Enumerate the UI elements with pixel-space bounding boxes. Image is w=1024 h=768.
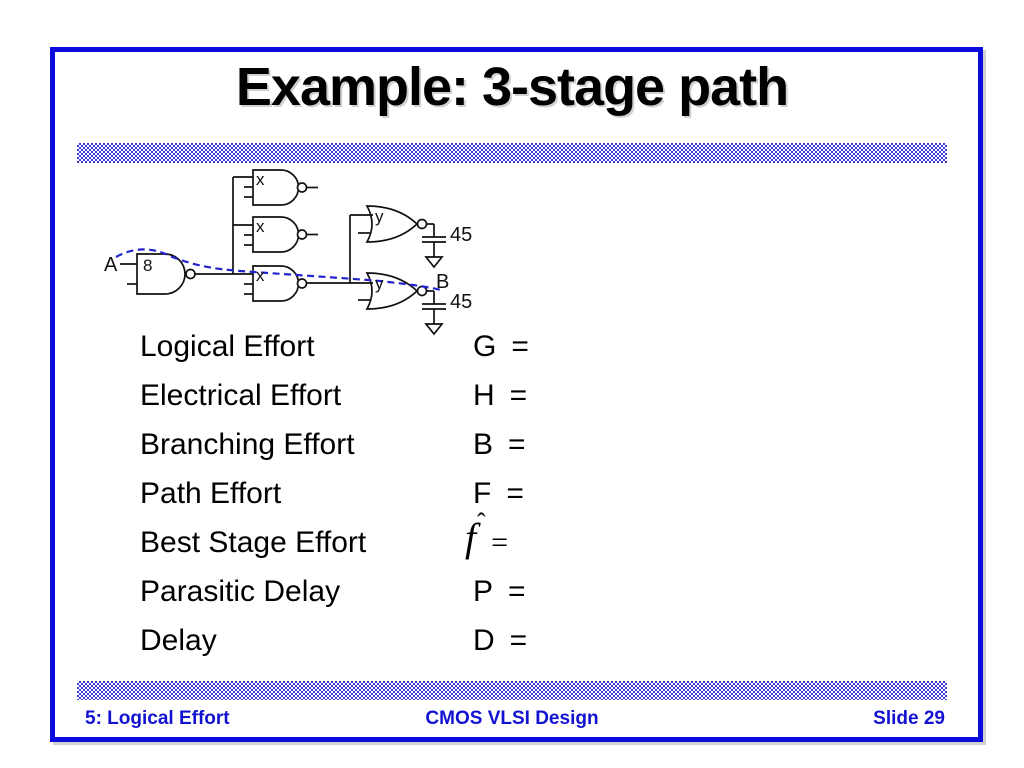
gate-size-label-x-middle: x [256,217,265,236]
nand-gate-x-top [252,169,308,206]
row-symbol: H [473,379,495,412]
slide-footer: 5: Logical Effort CMOS VLSI Design Slide… [0,708,1024,734]
critical-path-dashed-line [115,248,442,292]
row-label: Best Stage Effort [140,526,367,559]
circumflex-accent: ˆ [477,508,486,537]
equals-sign: = [508,575,526,608]
slide-title: Example: 3-stage path [235,57,789,117]
row-label: Electrical Effort [140,379,342,412]
list-item: Parasitic Delay P = [140,573,529,622]
circuit-wires [120,176,435,304]
row-symbol: B [473,428,494,461]
cap-value-bottom: 45 [450,291,472,313]
equals-sign: = [506,477,524,510]
equals-sign: = [491,526,509,559]
list-item: Path Effort F = [140,475,529,524]
decorative-band-bottom [77,681,947,700]
row-symbol: G [473,330,497,363]
list-item: Electrical Effort H = [140,377,529,426]
gate-size-label-x-top: x [256,170,265,189]
row-symbol: F [473,477,492,510]
row-label: Delay [140,624,217,657]
list-item: Delay D = [140,622,529,671]
decorative-band-top [77,143,947,163]
equals-sign: = [508,428,526,461]
nand-gate-x-middle [252,216,308,253]
equals-sign: = [511,330,529,363]
gate-size-label-y-bottom: y [375,274,384,293]
row-symbol: D [473,624,495,657]
gate-size-label-x-bottom: x [256,266,265,285]
row-label: Branching Effort [140,428,355,461]
load-capacitor-bottom [422,303,446,336]
gate-size-label-y-top: y [375,207,384,226]
footer-course-title: CMOS VLSI Design [425,708,599,729]
gate-size-label-8: 8 [143,256,152,275]
equals-sign: = [509,379,528,412]
nand-gate-x-bottom [252,265,308,302]
row-label: Path Effort [140,477,282,510]
list-item: Logical Effort G = [140,328,529,377]
f-character: f [465,515,477,560]
footer-slide-number: Slide 29 [873,708,945,729]
row-symbol: P [473,575,494,608]
net-label-a: A [104,254,118,276]
equals-sign: = [509,624,528,657]
list-item: Branching Effort B = [140,426,529,475]
cap-value-top: 45 [450,224,472,246]
footer-section-title: 5: Logical Effort [85,708,230,729]
net-label-b: B [436,271,449,293]
row-label: Parasitic Delay [140,575,341,608]
effort-list: Logical Effort G = Electrical Effort H = Bra… [140,328,529,671]
nor-gate-y-top [365,205,428,243]
load-capacitor-top [422,236,446,269]
row-label: Logical Effort [140,330,315,363]
nand-gate-input [136,253,196,295]
